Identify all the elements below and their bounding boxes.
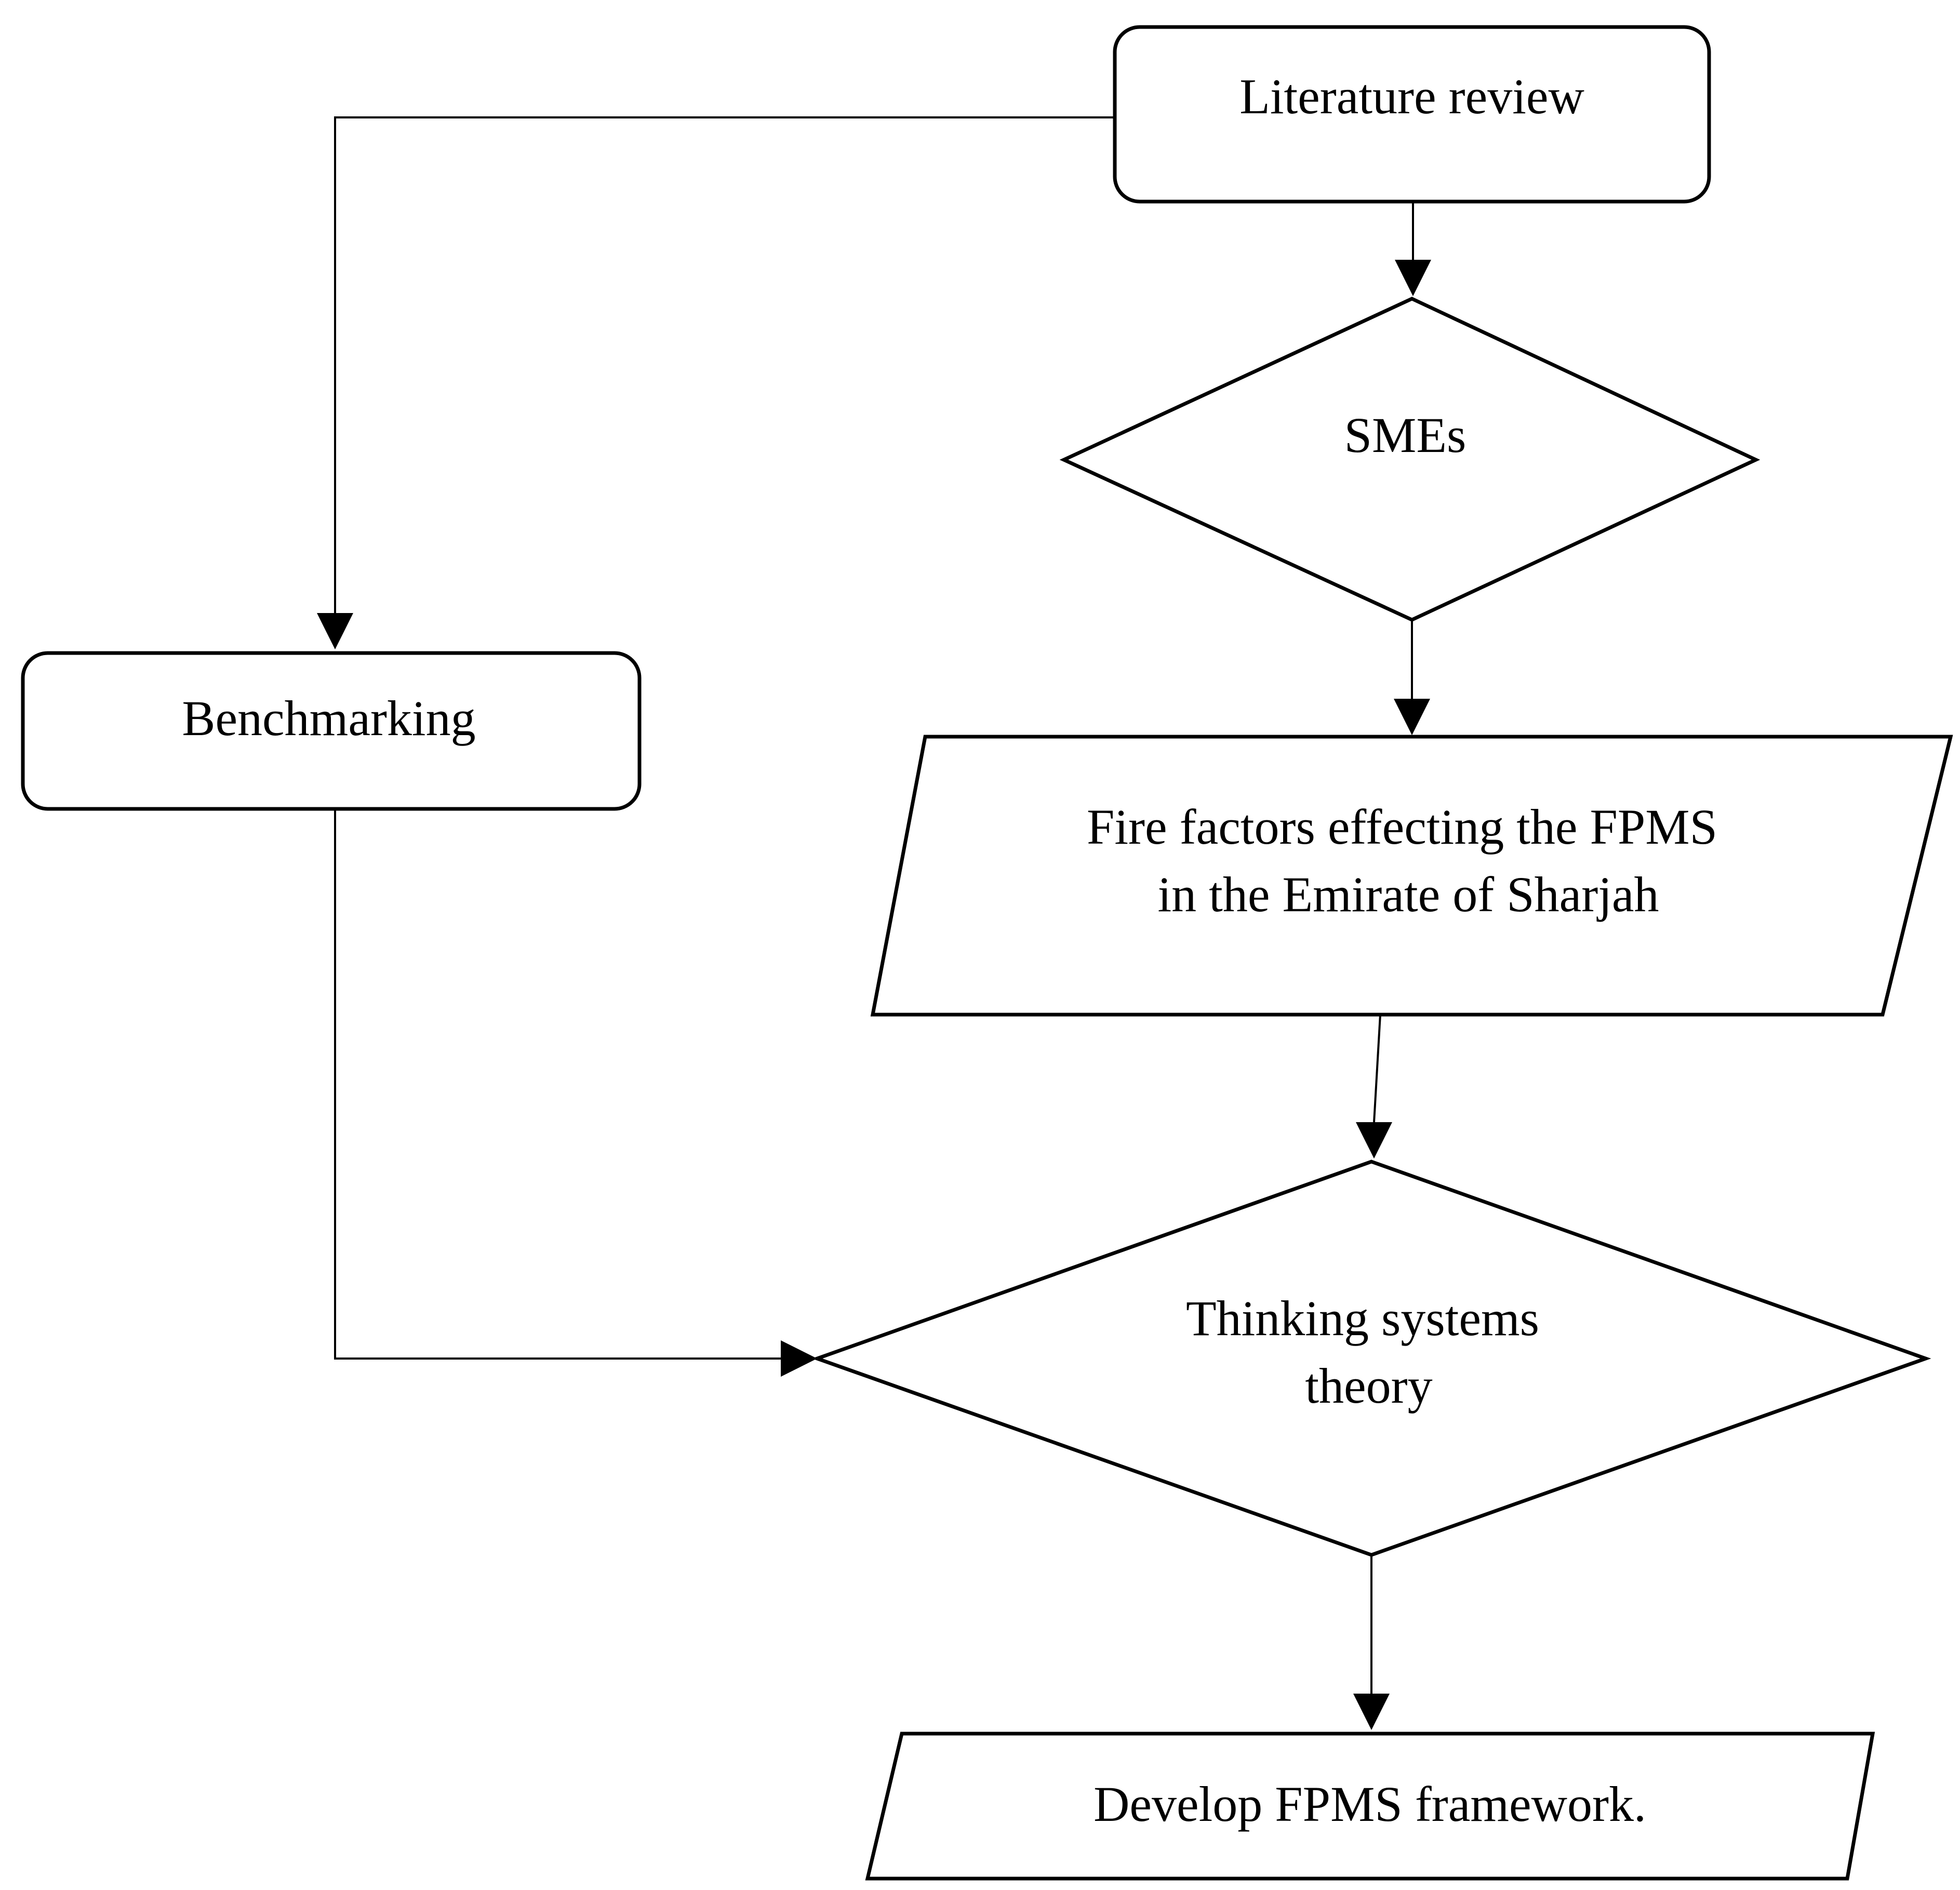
- node-literature-review: Literature review: [1113, 25, 1711, 204]
- svg-text:Literature review: Literature review: [1239, 69, 1584, 124]
- develop-framework-parallelogram: [865, 1732, 1875, 1881]
- edge-fire-factors-to-thinking-systems: [1356, 1014, 1392, 1159]
- svg-text:Develop FPMS framework.: Develop FPMS framework.: [1094, 1776, 1646, 1832]
- edge-literature-review-to-smes: [1395, 203, 1431, 296]
- smes-diamond: [1059, 297, 1761, 622]
- svg-text:Fire factors effecting the FPM: Fire factors effecting the FPMS in the E…: [1087, 799, 1730, 922]
- nodes: Literature review SMEs Benchmarking Fire…: [21, 25, 1953, 1881]
- svg-text:Thinking systems theor: Thinking systems theory: [1186, 1290, 1552, 1414]
- fire-factors-label-line-2: in the Emirate of Sharjah: [1157, 867, 1659, 922]
- fire-factors-parallelogram: [870, 735, 1953, 1017]
- literature-review-label: Literature review: [1239, 69, 1584, 124]
- svg-text:Benchmarking: Benchmarking: [182, 690, 475, 746]
- edge-thinking-systems-to-develop-framework: [1353, 1556, 1390, 1730]
- smes-label: SMEs: [1344, 407, 1466, 463]
- literature-review-box: [1113, 25, 1711, 204]
- edges: [317, 116, 1431, 1730]
- thinking-systems-diamond: [811, 1160, 1931, 1557]
- thinking-systems-label-line-1: Thinking systems: [1186, 1290, 1539, 1346]
- node-benchmarking: Benchmarking: [21, 651, 642, 811]
- node-smes: SMEs: [1059, 297, 1761, 622]
- svg-text:SMEs: SMEs: [1344, 407, 1466, 463]
- edge-benchmarking-to-thinking-systems: [334, 810, 817, 1377]
- node-thinking-systems: Thinking systems theory: [811, 1160, 1931, 1557]
- thinking-systems-label-line-2: theory: [1305, 1358, 1432, 1414]
- edge-literature-review-to-benchmarking: [317, 116, 1113, 649]
- fire-factors-label-line-1: Fire factors effecting the FPMS: [1087, 799, 1717, 855]
- develop-framework-label: Develop FPMS framework.: [1094, 1776, 1646, 1832]
- benchmarking-box: [21, 651, 642, 811]
- node-fire-factors: Fire factors effecting the FPMS in the E…: [870, 735, 1953, 1017]
- edge-smes-to-fire-factors: [1394, 621, 1430, 735]
- node-develop-framework: Develop FPMS framework.: [865, 1732, 1875, 1881]
- benchmarking-label: Benchmarking: [182, 690, 475, 746]
